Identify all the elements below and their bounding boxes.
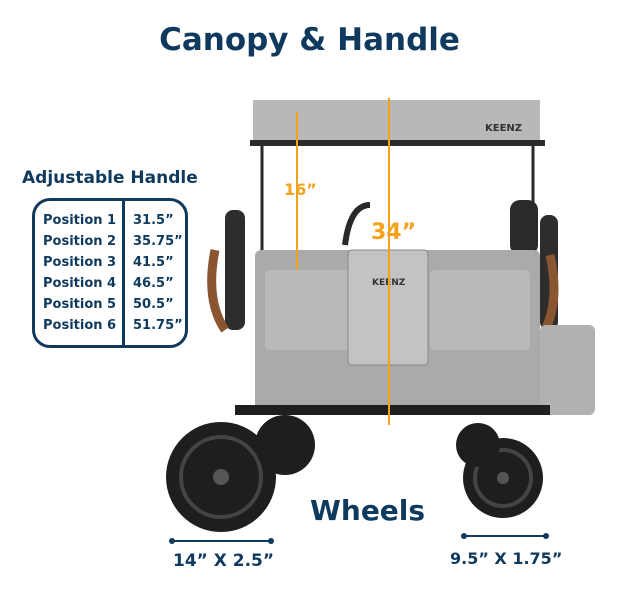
- position-label: Position 5: [43, 297, 117, 312]
- table-row: Position 3 41.5”: [43, 255, 174, 270]
- position-value: 50.5”: [133, 297, 174, 312]
- table-row: Position 2 35.75”: [43, 234, 183, 249]
- wheels-title: Wheels: [310, 494, 426, 527]
- position-value: 41.5”: [133, 255, 174, 270]
- position-label: Position 1: [43, 213, 117, 228]
- position-label: Position 6: [43, 318, 117, 333]
- position-value: 31.5”: [133, 213, 174, 228]
- table-row: Position 6 51.75”: [43, 318, 183, 333]
- canopy-logo: KEENZ: [485, 123, 522, 134]
- table-divider: [122, 198, 125, 348]
- position-value: 46.5”: [133, 276, 174, 291]
- adjustable-handle-title: Adjustable Handle: [22, 168, 198, 188]
- handle-position-table: Position 1 31.5” Position 2 35.75” Positio…: [32, 198, 188, 348]
- canopy-frame: [250, 140, 545, 146]
- canopy-height-label: 16”: [284, 180, 317, 199]
- position-label: Position 4: [43, 276, 117, 291]
- position-value: 51.75”: [133, 318, 183, 333]
- canopy: [253, 100, 540, 145]
- position-label: Position 2: [43, 234, 117, 249]
- page-title: Canopy & Handle: [159, 22, 460, 58]
- table-row: Position 5 50.5”: [43, 297, 174, 312]
- front-wheel-size: 14” X 2.5”: [173, 551, 275, 571]
- rear-wheel-size: 9.5” X 1.75”: [450, 549, 563, 568]
- position-value: 35.75”: [133, 234, 183, 249]
- table-row: Position 4 46.5”: [43, 276, 174, 291]
- total-height-label: 34”: [371, 220, 417, 245]
- table-row: Position 1 31.5”: [43, 213, 174, 228]
- position-label: Position 3: [43, 255, 117, 270]
